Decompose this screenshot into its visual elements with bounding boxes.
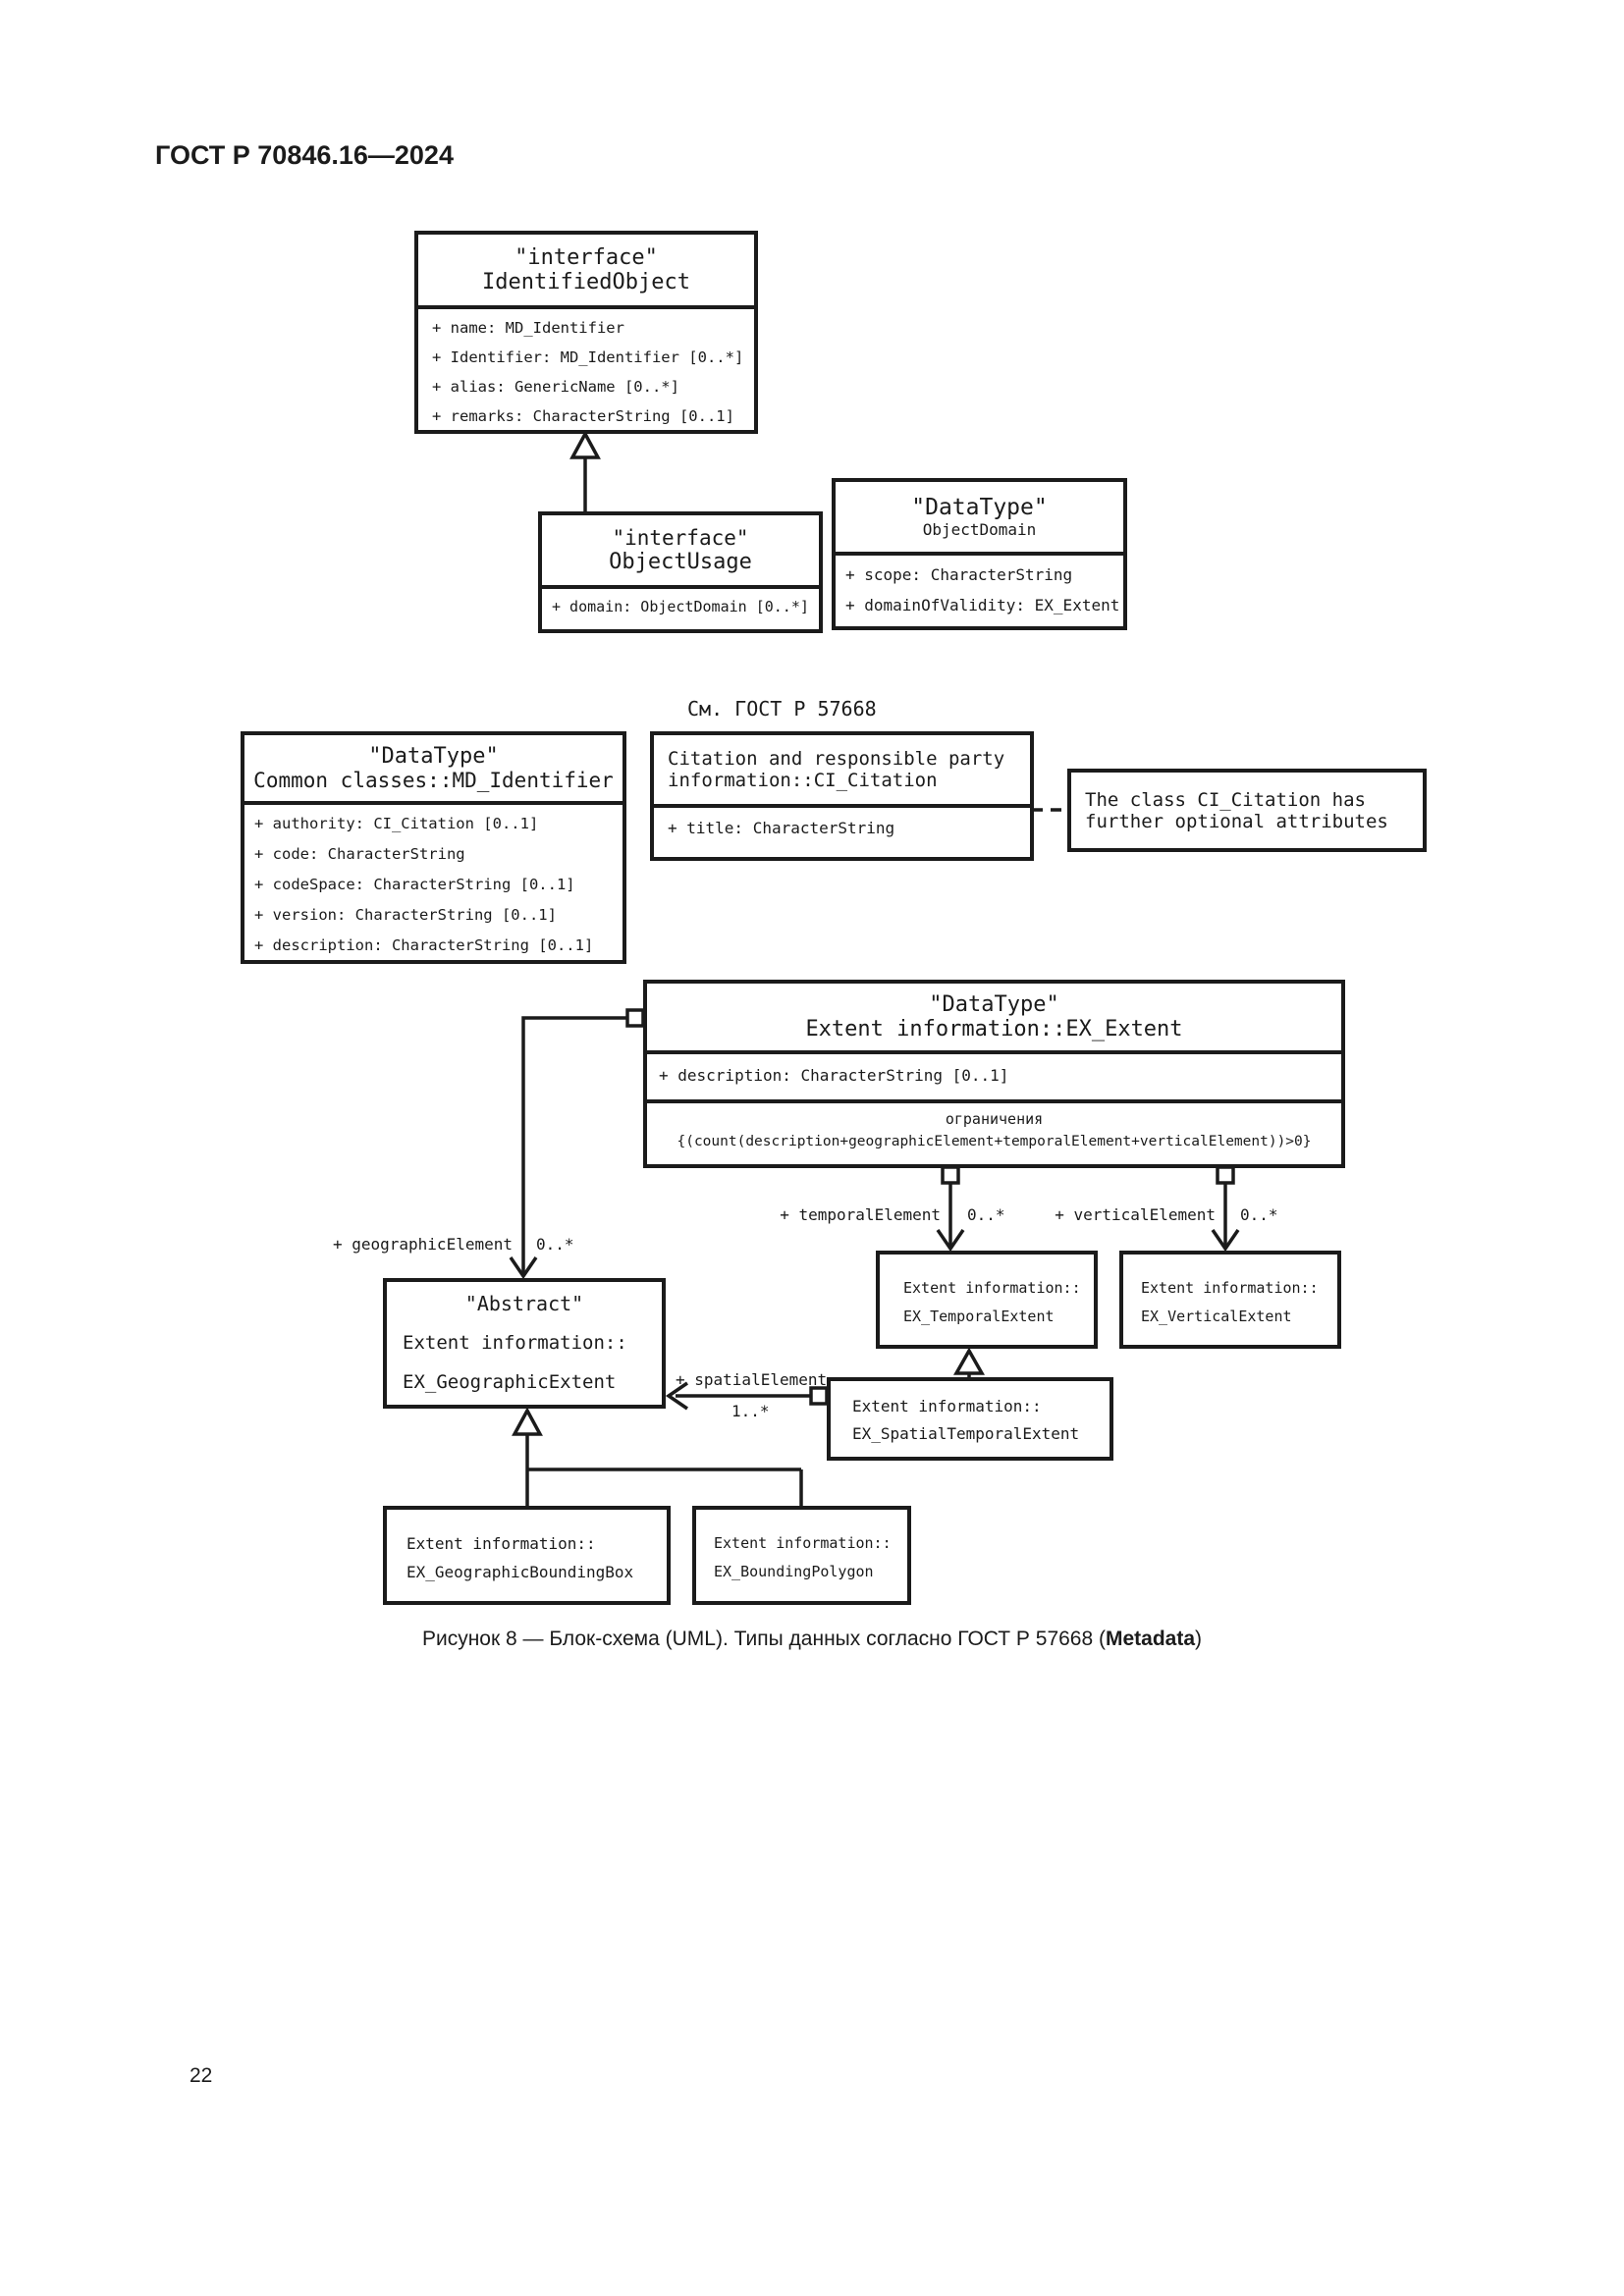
caption-suffix: ) [1195,1628,1203,1650]
constraint-compartment: ограничения {(count(description+geograph… [647,1103,1341,1153]
attribute-line: + authority: CI_Citation [0..1] [254,815,539,832]
class-name: ObjectUsage [609,550,752,574]
attribute-compartment: + domain: ObjectDomain [0..*] [542,589,819,624]
class-name: ObjectDomain [922,520,1037,539]
class-name-line1: Extent information:: [406,1534,596,1553]
class-title-compartment: Citation and responsible party informati… [654,735,1030,808]
page-header: ГОСТ Р 70846.16—2024 [155,140,454,170]
uml-class-ex-bounding-polygon: Extent information:: EX_BoundingPolygon [692,1506,911,1605]
uml-class-ex-temporal-extent: Extent information:: EX_TemporalExtent [876,1251,1098,1349]
see-reference-note: См. ГОСТ Р 57668 [687,697,877,721]
attribute-line: + code: CharacterString [254,845,465,863]
temporal-element-role-label: + temporalElement [780,1205,941,1224]
aggregation-vertical-element [1211,1165,1240,1253]
class-name-line2: information::CI_Citation [668,770,938,791]
attribute-line: + domain: ObjectDomain [0..*] [552,598,809,615]
figure-caption: Рисунок 8 — Блок-схема (UML). Типы данны… [0,1628,1624,1651]
caption-bold-text: Metadata [1106,1628,1196,1650]
stereotype-label: "DataType" [368,744,499,769]
class-name-line2: EX_GeographicExtent [403,1371,617,1393]
uml-class-object-domain: "DataType" ObjectDomain + scope: Charact… [832,478,1127,630]
attribute-line: + codeSpace: CharacterString [0..1] [254,876,575,893]
attribute-line: + title: CharacterString [668,819,895,837]
attribute-compartment: + scope: CharacterString + domainOfValidi… [836,556,1123,620]
temporal-element-multiplicity: 0..* [967,1205,1005,1224]
class-title-compartment: "DataType" Extent information::EX_Extent [647,984,1341,1054]
class-title-compartment: "interface" IdentifiedObject [418,235,754,309]
uml-class-ci-citation: Citation and responsible party informati… [650,731,1034,861]
stereotype-label: "Abstract" [464,1292,584,1315]
uml-class-ex-vertical-extent: Extent information:: EX_VerticalExtent [1119,1251,1341,1349]
uml-class-ex-spatial-temporal-extent: Extent information:: EX_SpatialTemporalE… [827,1377,1113,1461]
uml-class-ex-geographic-extent: "Abstract" Extent information:: EX_Geogr… [383,1278,666,1409]
class-name: IdentifiedObject [482,270,690,294]
attribute-compartment: + description: CharacterString [0..1] [647,1054,1341,1103]
vertical-element-multiplicity: 0..* [1240,1205,1278,1224]
attribute-line: + name: MD_Identifier [432,319,624,337]
stereotype-label: "interface" [612,526,749,550]
uml-note-ci-citation: The class CI_Citation has further option… [1067,769,1427,852]
class-name-line2: EX_GeographicBoundingBox [406,1563,634,1581]
class-title-compartment: "DataType" Common classes::MD_Identifier [244,735,623,805]
geographic-element-role-label: + geographicElement [332,1235,513,1254]
page-number: 22 [189,2064,213,2087]
constraint-expression: {(count(description+geographicElement+te… [677,1134,1312,1149]
class-name-line2: EX_SpatialTemporalExtent [852,1424,1080,1443]
attribute-line: + version: CharacterString [0..1] [254,906,557,924]
attribute-line: + description: CharacterString [0..1] [659,1066,1009,1085]
attribute-line: + description: CharacterString [0..1] [254,936,594,954]
attribute-line: + Identifier: MD_Identifier [0..*] [432,348,744,366]
spatial-element-role-label: + spatialElement [676,1370,828,1389]
class-name-line2: EX_TemporalExtent [903,1308,1055,1325]
spatial-element-multiplicity: 1..* [731,1402,770,1420]
stereotype-label: "DataType" [929,992,1059,1017]
stereotype-label: "interface" [514,245,658,270]
class-name-line2: EX_BoundingPolygon [714,1563,874,1580]
attribute-line: + remarks: CharacterString [0..1] [432,407,734,425]
note-line2: further optional attributes [1085,810,1388,832]
generalization-spatialtemporal-temporal [953,1347,985,1377]
generalization-objectusage-identifiedobject [569,430,601,511]
constraint-heading: ограничения [945,1110,1044,1128]
attribute-line: + scope: CharacterString [845,565,1073,584]
class-name-line2: EX_VerticalExtent [1141,1308,1292,1325]
uml-class-identified-object: "interface" IdentifiedObject + name: MD_… [414,231,758,434]
class-name-line1: Extent information:: [714,1534,892,1552]
stereotype-label: "DataType" [911,495,1048,520]
class-name-line1: Citation and responsible party [668,748,1005,770]
note-line1: The class CI_Citation has [1085,788,1366,811]
attribute-compartment: + name: MD_Identifier + Identifier: MD_Id… [418,309,754,431]
class-name-line1: Extent information:: [1141,1279,1319,1297]
attribute-line: + domainOfValidity: EX_Extent [845,596,1120,614]
uml-class-ex-extent: "DataType" Extent information::EX_Extent… [643,980,1345,1168]
class-title-compartment: "DataType" ObjectDomain [836,482,1123,556]
uml-class-md-identifier: "DataType" Common classes::MD_Identifier… [241,731,626,964]
class-name-line1: Extent information:: [403,1332,627,1354]
class-name: Common classes::MD_Identifier [253,769,614,792]
attribute-compartment: + title: CharacterString [654,808,1030,849]
generalization-boundingboxes-geographicextent [512,1407,803,1506]
uml-class-ex-geographic-bounding-box: Extent information:: EX_GeographicBoundi… [383,1506,671,1605]
aggregation-geographic-element [509,1008,645,1280]
class-name: Extent information::EX_Extent [805,1017,1183,1041]
attribute-compartment: + authority: CI_Citation [0..1] + code: C… [244,805,623,961]
class-title-compartment: "interface" ObjectUsage [542,515,819,589]
class-name-line1: Extent information:: [903,1279,1081,1297]
caption-text: Рисунок 8 — Блок-схема (UML). Типы данны… [421,1628,1106,1650]
class-name-line1: Extent information:: [852,1397,1042,1415]
attribute-line: + alias: GenericName [0..*] [432,378,679,396]
uml-class-object-usage: "interface" ObjectUsage + domain: Object… [538,511,823,633]
geographic-element-multiplicity: 0..* [536,1235,574,1254]
vertical-element-role-label: + verticalElement [1055,1205,1216,1224]
